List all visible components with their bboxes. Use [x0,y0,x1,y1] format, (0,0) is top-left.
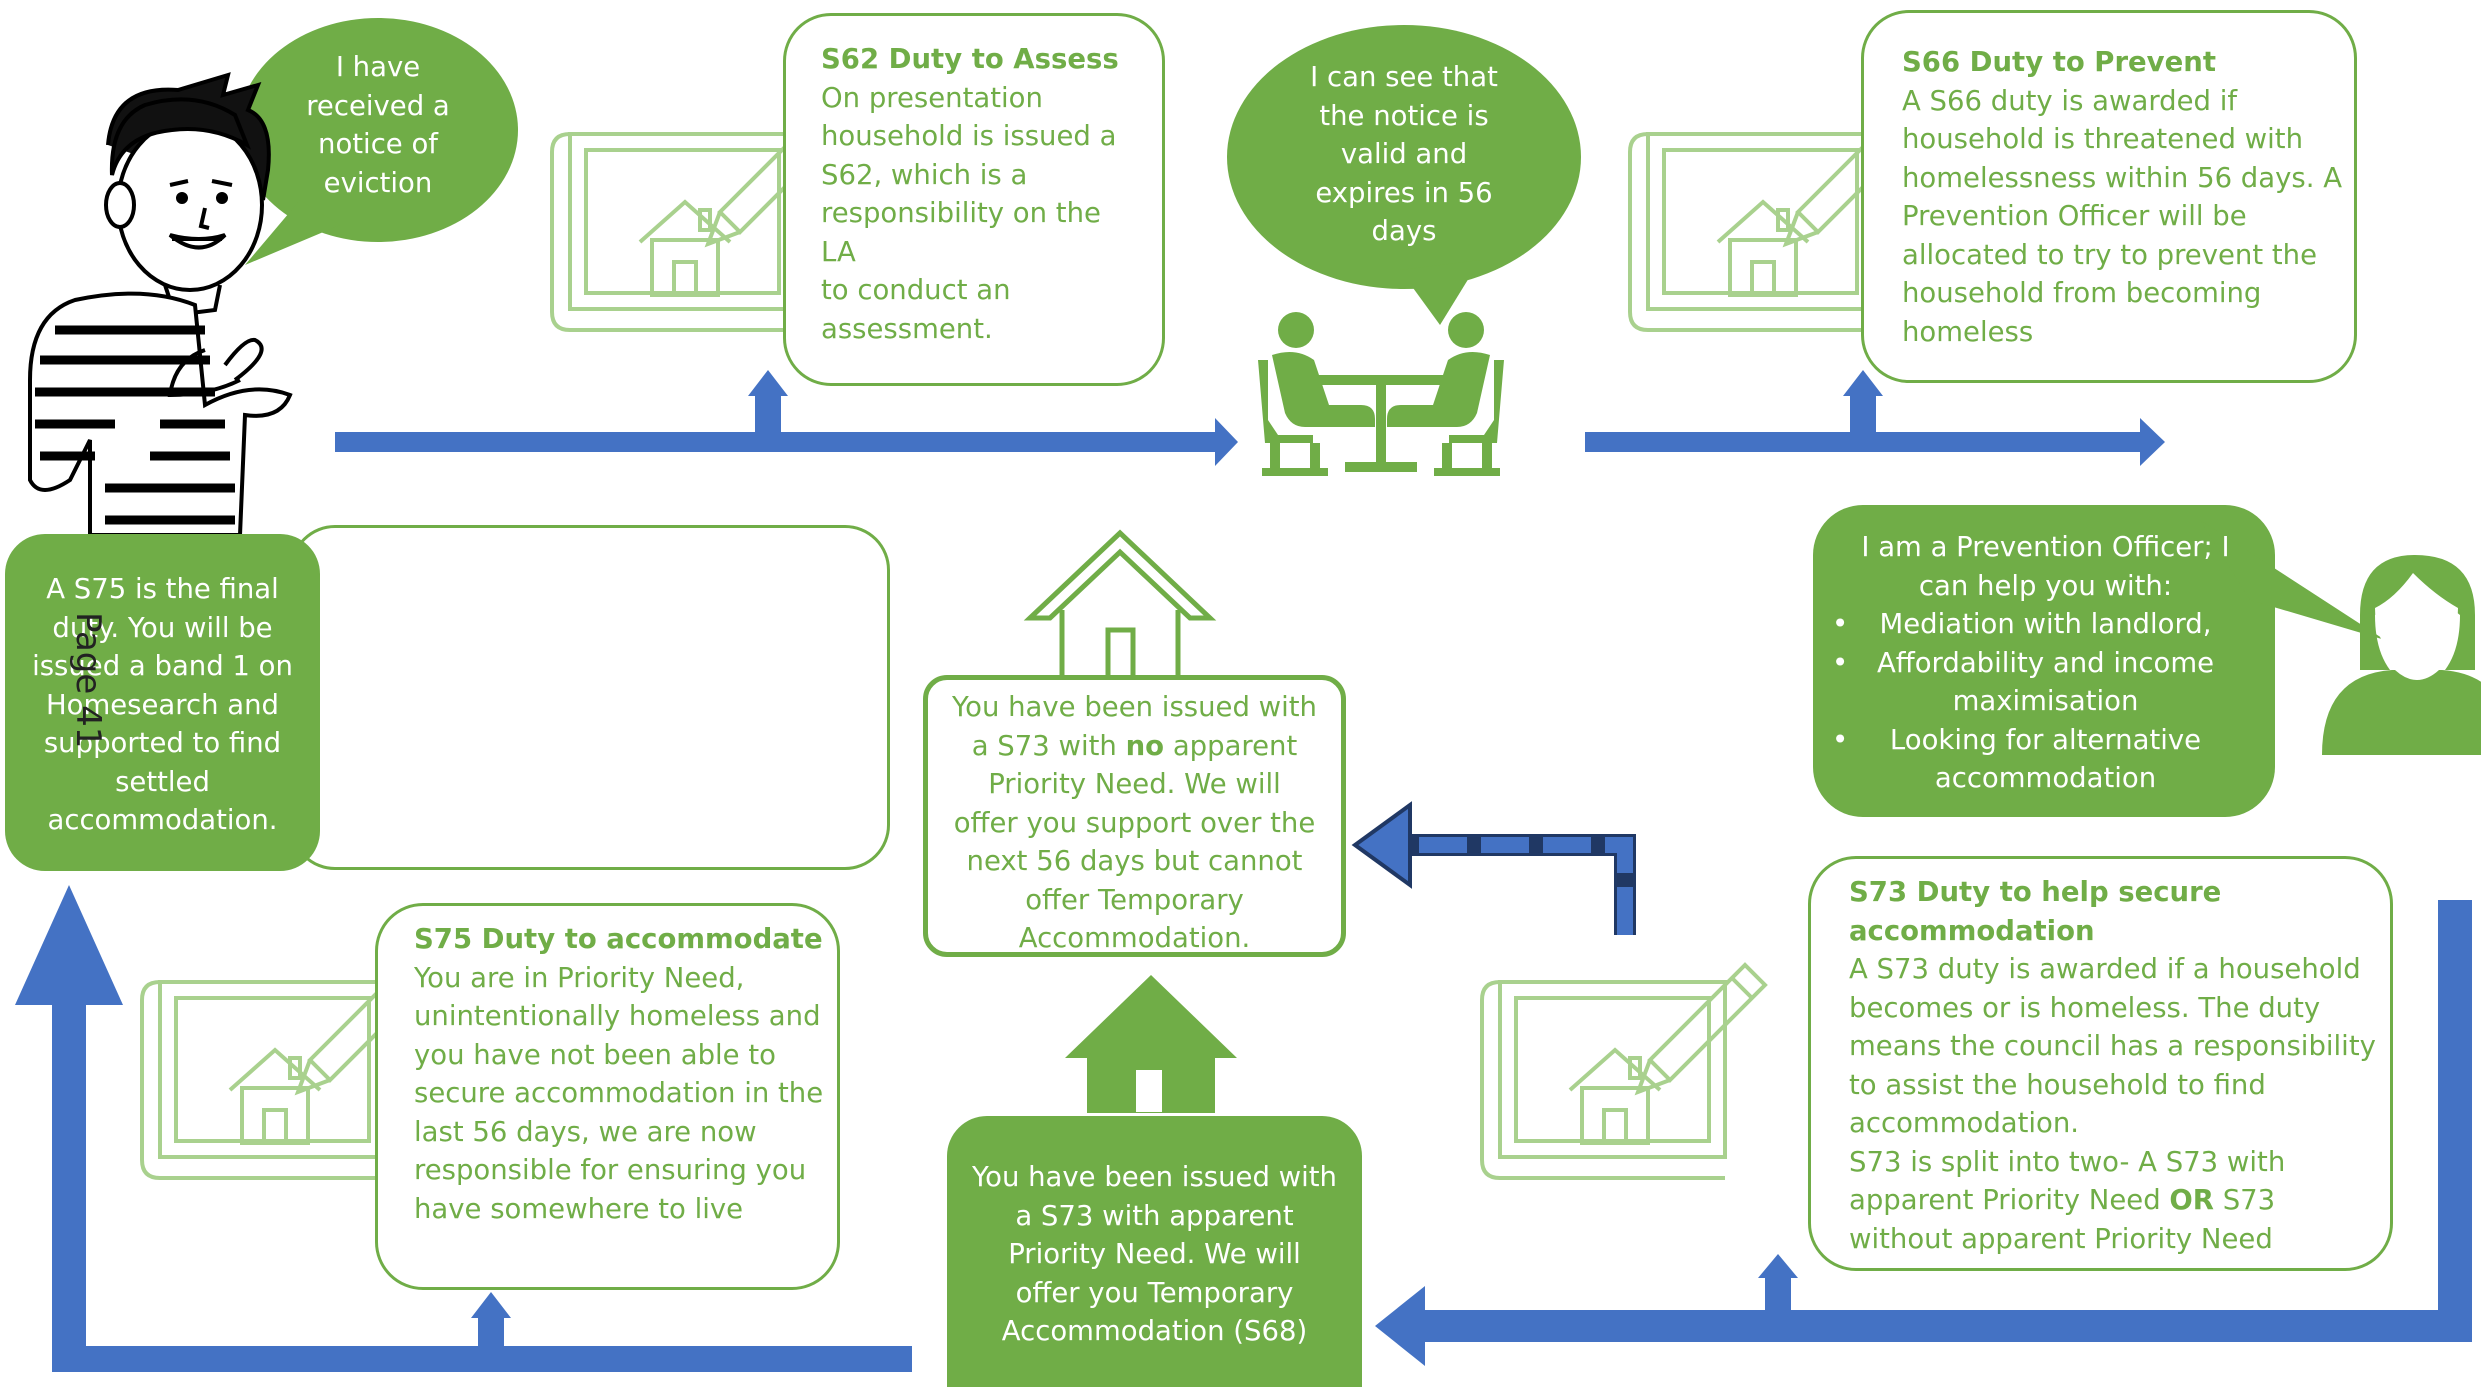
box-line: a S73 with no apparent [971,729,1298,762]
box-line: duty. You will be [52,611,273,644]
box-line: homeless [1902,315,2034,348]
bubble-line: received a [306,89,450,122]
box-line: assessment. [821,312,993,345]
s66-duty-box: S66 Duty to Prevent A S66 duty is awarde… [1861,10,2357,383]
box-line: You are in Priority Need, [414,961,745,994]
box-line: Accommodation. [1018,922,1251,954]
box-line: have somewhere to live [414,1192,744,1225]
box-line: Prevention Officer will be [1902,200,2247,232]
help-item: Mediation with landlord, [1818,605,2273,644]
box-line: supported to find [43,727,282,759]
page-number-label: Page 41 [68,612,108,749]
box-title: accommodation [1849,914,2095,947]
bubble-line: I have [335,51,421,83]
box-line: S73 is split into two- A S73 with [1849,1145,2286,1178]
box-line: S62, which is a [821,158,1028,191]
box-line: Homesearch and [45,688,280,721]
box-line: to conduct an [821,274,1011,306]
eviction-speech-bubble: I have received a notice of eviction [248,48,508,202]
box-line: offer you Temporary [1015,1276,1294,1309]
bubble-line: the notice is [1319,99,1489,132]
box-line: household is threatened with [1902,123,2304,155]
bubble-line: can help you with: [1918,569,2173,602]
prevention-officer-bubble: I am a Prevention Officer; I can help yo… [1818,528,2273,798]
s73-duty-box: S73 Duty to help secure accommodation A … [1808,856,2393,1271]
box-line: unintentionally homeless and [414,1000,821,1032]
notice-bubble-shape [1227,25,1581,289]
box-line: A S66 duty is awarded if [1902,84,2238,117]
box-line: apparent Priority Need OR S73 [1849,1184,2276,1216]
meeting-icon [1258,312,1504,476]
box-line: Priority Need. We will [988,768,1281,800]
house-outline-icon [1023,529,1217,690]
bubble-line: valid and [1340,138,1468,170]
box-line: allocated to try to prevent the [1902,238,2317,271]
box-line: issued a band 1 on [32,650,293,682]
box-line: You have been issued with [971,1161,1337,1193]
box-line: settled [115,765,210,798]
settled-house-box [290,525,890,870]
bubble-line: I am a Prevention Officer; I [1861,531,2230,563]
box-line: homelessness within 56 days. A [1902,161,2343,194]
box-line: secure accommodation in the [414,1077,824,1109]
box-line: you have not been able to [414,1038,776,1071]
bubble-line: expires in 56 [1315,176,1493,209]
s75-final-duty-box: A S75 is the final duty. You will be iss… [5,534,320,871]
box-line: Priority Need. We will [1008,1238,1301,1270]
house-solid-icon [1065,975,1237,1113]
box-line: without apparent Priority Need [1849,1222,2273,1255]
s73-no-priority-box: You have been issued with a S73 with no … [923,675,1346,957]
s62-duty-box: S62 Duty to Assess On presentation house… [783,13,1165,386]
box-line: A S75 is the final [46,573,279,605]
bubble-line: eviction [323,166,433,199]
eviction-bubble-shape [238,18,518,242]
help-item: Looking for alternative accommodation [1818,721,2273,798]
box-line: means the council has a responsibility [1849,1030,2376,1062]
man-illustration [28,72,293,557]
box-line: household is issued a [821,120,1117,152]
box-line: On presentation [821,81,1043,114]
box-title: S73 Duty to help secure [1849,876,2222,908]
box-line: accommodation. [1849,1107,2080,1139]
bubble-line: days [1371,215,1437,247]
box-line: accommodation. [47,804,278,836]
box-line: responsibility on the LA [821,197,1101,268]
box-line: next 56 days but cannot [966,845,1303,877]
help-list: Mediation with landlord, Affordability a… [1818,605,2273,798]
box-line: household from becoming [1902,277,2262,309]
box-line: offer Temporary [1025,883,1244,916]
box-line: to assist the household to find [1849,1068,2266,1101]
bubble-line: notice of [318,128,438,160]
notice-speech-bubble: I can see that the notice is valid and e… [1254,58,1554,251]
box-line: You have been issued with [951,691,1317,723]
box-line: offer you support over the [953,806,1316,839]
box-title: S62 Duty to Assess [821,43,1119,75]
box-line: last 56 days, we are now [414,1115,757,1148]
box-title: S75 Duty to accommodate [414,923,823,955]
dashed-elbow-arrow [1351,801,1636,935]
s75-duty-box: S75 Duty to accommodate You are in Prior… [375,903,840,1290]
box-line: A S73 duty is awarded if a household [1849,953,2361,985]
bubble-line: I can see that [1310,61,1498,93]
flow-arrows [15,370,2472,1372]
box-line: responsible for ensuring you [414,1154,807,1186]
box-line: a S73 with apparent [1015,1199,1294,1232]
box-line: Accommodation (S68) [1001,1315,1308,1347]
box-line: becomes or is homeless. The duty [1849,991,2321,1024]
blueprint-pencil-icon [1480,963,1767,1180]
box-title: S66 Duty to Prevent [1902,46,2216,78]
woman-officer-icon [2322,555,2481,755]
s73-with-priority-box: You have been issued with a S73 with app… [947,1116,1362,1387]
help-item: Affordability and income maximisation [1818,644,2273,721]
